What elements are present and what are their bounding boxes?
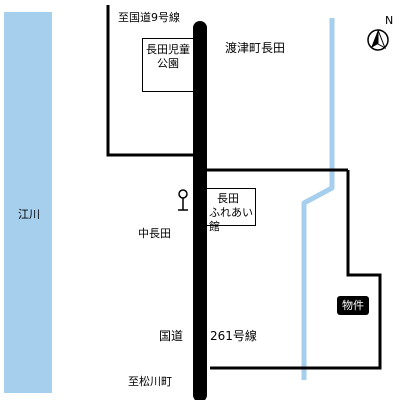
label-nakanagata: 中長田 <box>138 227 171 240</box>
svg-text:N: N <box>385 14 393 27</box>
park-box: 長田児童 公園 <box>142 38 194 92</box>
label-route261-prefix: 国道 <box>159 329 184 343</box>
community-center-box: 長田 ふれあい館 <box>206 188 256 233</box>
label-route261-number: 261号線 <box>210 329 257 343</box>
label-to-matsukawa: 至松川町 <box>128 375 172 388</box>
river-band <box>4 12 52 393</box>
label-district: 渡津町長田 <box>225 41 286 55</box>
community-label-line1: 長田 <box>217 192 239 205</box>
label-to-route9: 至国道9号線 <box>118 11 180 24</box>
road-upper-left <box>106 5 200 157</box>
community-label-line2: ふれあい館 <box>209 206 253 233</box>
property-badge: 物件 <box>337 296 369 315</box>
park-label-line2: 公園 <box>157 57 179 70</box>
north-arrow-icon: N <box>367 14 393 51</box>
road-right-loop <box>210 170 382 370</box>
water-channel <box>301 18 335 380</box>
bus-stop-icon <box>178 189 188 211</box>
label-river: 江川 <box>18 208 40 221</box>
park-label-line1: 長田児童 <box>146 43 190 56</box>
